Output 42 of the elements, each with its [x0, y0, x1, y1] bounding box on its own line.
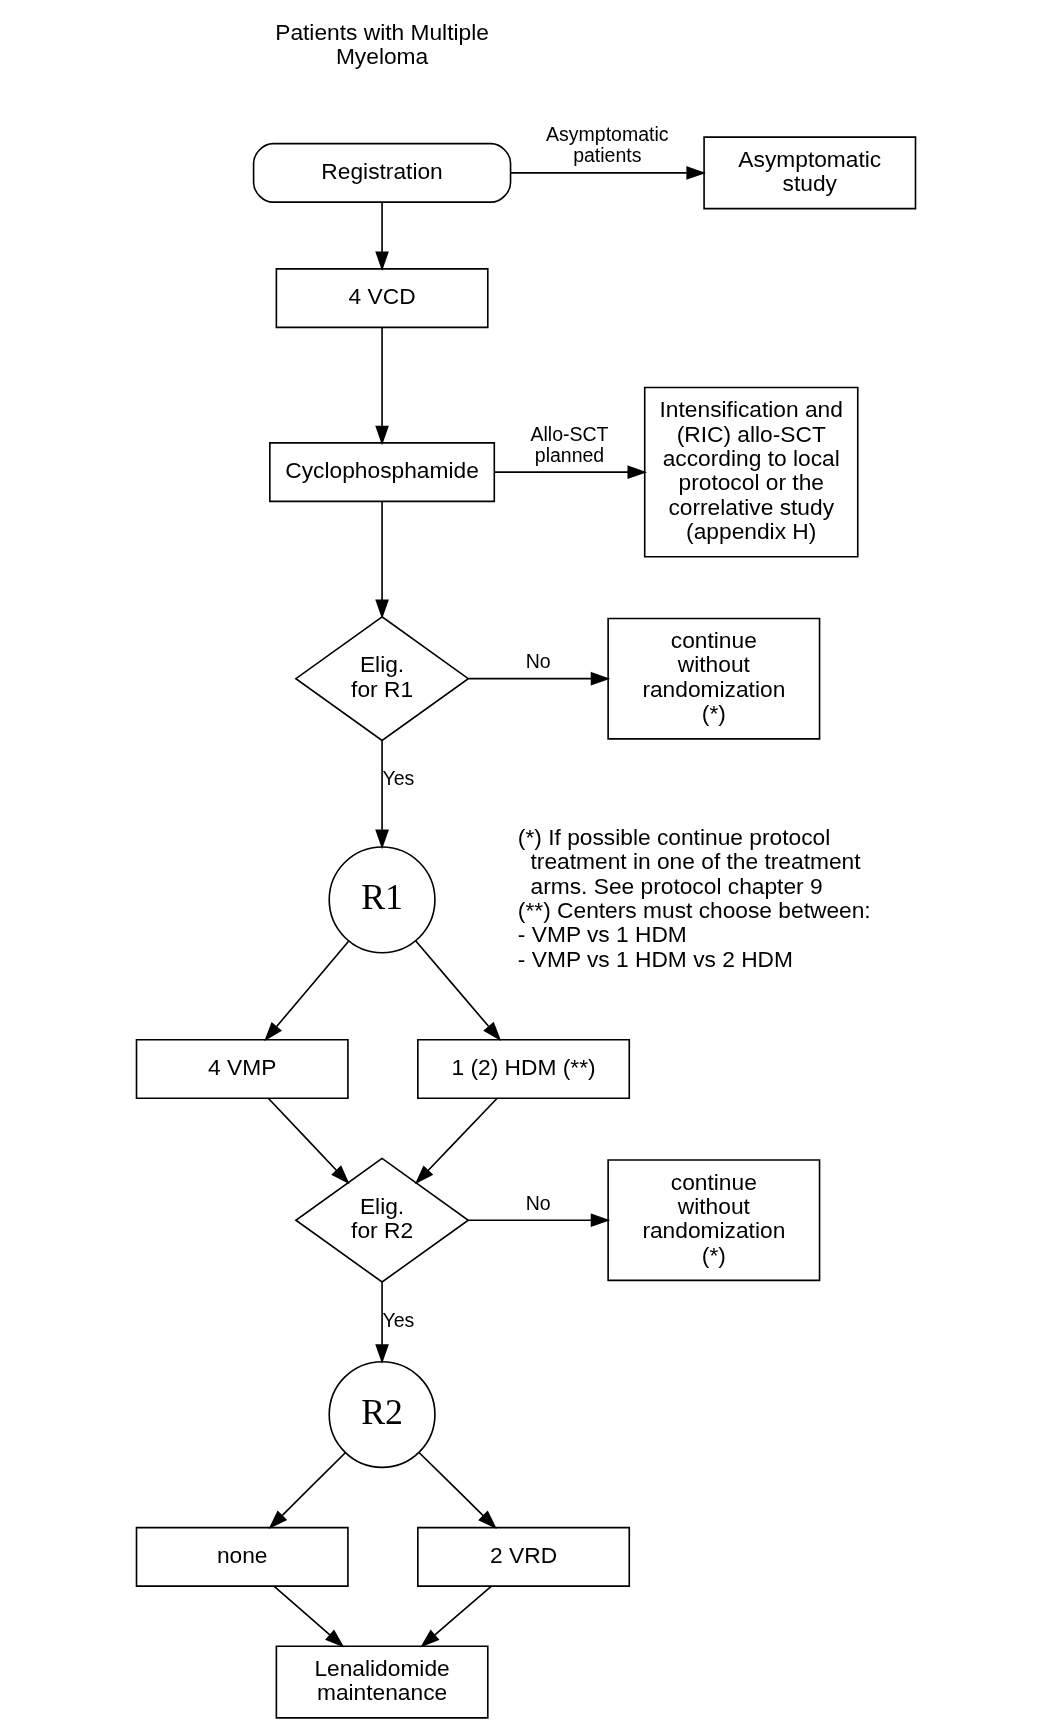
- arrow: [374, 201, 389, 271]
- node-box: Intensification and (RIC) allo-SCT according to local protocol or the correlative study (appendix H): [643, 386, 859, 558]
- arrow: [414, 1097, 498, 1185]
- arrow: [414, 939, 501, 1042]
- node-box: Registration: [252, 142, 511, 203]
- edge-label: Yes: [381, 1308, 414, 1331]
- node-box: continue without randomization (*): [606, 617, 820, 740]
- arrow: [374, 740, 389, 850]
- arrow: [268, 1451, 346, 1530]
- node-box: none: [135, 1526, 349, 1587]
- arrow: [374, 1281, 389, 1364]
- edge-label: Asymptomatic patients: [545, 123, 669, 167]
- arrow: [467, 1213, 610, 1228]
- label: - VMP vs 1 HDM vs 2 HDM: [517, 945, 793, 972]
- arrow: [417, 1451, 497, 1530]
- arrow: [509, 166, 706, 180]
- node-box: Lenalidomide maintenance: [275, 1645, 489, 1719]
- node-box: Asymptomatic study: [702, 136, 916, 210]
- arrow: [493, 465, 647, 479]
- edge-label: Allo-SCT planned: [530, 422, 609, 466]
- node-circle: R1: [327, 846, 436, 954]
- node-diamond: Elig. for R1: [294, 615, 470, 742]
- node-label: Patients with Multiple Myeloma: [274, 18, 489, 70]
- arrow: [263, 940, 349, 1042]
- node-box: 2 VRD: [416, 1526, 630, 1587]
- node-box: 4 VMP: [135, 1038, 349, 1100]
- arrow: [374, 327, 389, 446]
- arrow: [374, 500, 389, 620]
- edge-label: Yes: [381, 767, 414, 790]
- arrow: [419, 1585, 492, 1648]
- node-box: 1 (2) HDM (**): [416, 1038, 630, 1100]
- node-box: Cyclophosphamide: [268, 442, 495, 503]
- arrow: [467, 671, 610, 686]
- node-diamond: Elig. for R2: [294, 1157, 470, 1284]
- edge-label: No: [525, 1191, 551, 1214]
- node-box: continue without randomization (*): [606, 1159, 820, 1282]
- node-box: 4 VCD: [275, 268, 489, 329]
- label: (*) If possible continue protocol treatment in one of the treatment arms. See protocol chapter 9: [517, 823, 861, 899]
- edge-label: No: [525, 650, 551, 673]
- node-circle: R2: [327, 1360, 436, 1469]
- arrow: [267, 1097, 350, 1185]
- arrow: [272, 1585, 344, 1648]
